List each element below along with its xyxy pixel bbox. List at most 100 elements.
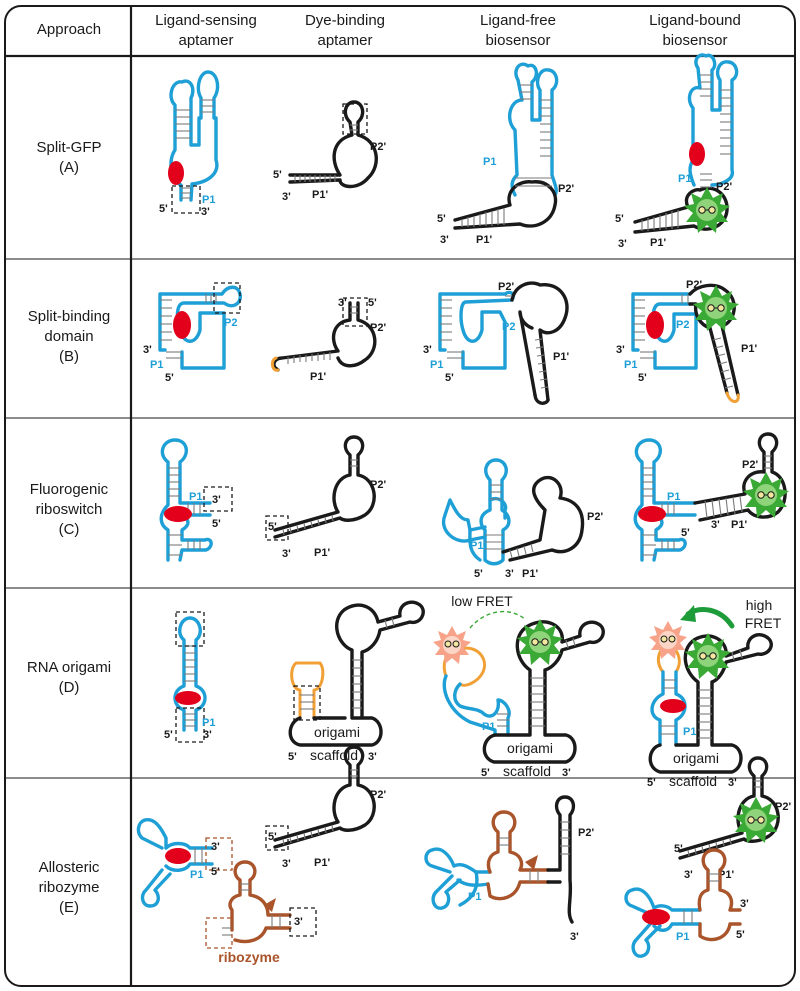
label-3prime: 3' [282,191,291,203]
label-p1: P1 [683,726,696,738]
fret-acceptor-dye [432,625,472,665]
label-3prime: 3' [368,751,377,763]
label-3prime: 3' [728,777,737,789]
label-p2: P2 [676,319,689,331]
row-label-riboswitch: Fluorogenic [30,481,109,498]
label-3prime: 3' [294,916,303,928]
label-3prime: 3' [562,767,571,779]
ligand [168,161,184,185]
label-5prime: 5' [212,518,221,530]
ligand-free-split-gfp-diagram: P1 P2' 5' 3' P1' [437,62,574,246]
rna-origami-aptamer-diagram: P1 5' 3' [164,611,215,743]
riboswitch-aptamer-diagram: P1 3' 5' [159,438,233,562]
label-3prime: 3' [143,344,152,356]
label-p1prime: P1' [314,547,330,559]
split-gfp-aptamer-diagram: P1 5' 3' [159,70,220,218]
row-label-split-gfp: Split-GFP [36,139,101,156]
label-scaffold: scaffold [503,763,551,779]
label-p1prime: P1' [314,857,330,869]
label-5prime: 5' [211,866,220,878]
split-binding-aptamer-diagram: P2 3' P1 5' [143,282,242,384]
ligand-free-riboswitch-diagram: P2' P1 5' 3' P1' [441,458,603,580]
label-p1prime: P1' [553,351,569,363]
ligand [175,691,201,705]
label-p1: P1 [482,721,495,733]
label-p1: P1 [202,717,215,729]
label-p2prime: P2' [370,141,386,153]
ligand [638,506,666,522]
row-label-split-binding: Split-binding [28,308,111,325]
row-label-riboswitch: riboswitch [36,501,103,518]
label-5prime: 5' [638,372,647,384]
label-5prime: 5' [674,843,683,855]
figure-frame [4,5,796,987]
label-p1: P1 [430,359,443,371]
label-p2prime: P2' [742,459,758,471]
label-3prime: 3' [740,898,749,910]
ligand-bound-split-binding-diagram: P2' P2 P1' 3' P1 5' [616,279,757,403]
fret-arrow-head [680,605,696,622]
ligand [646,311,664,339]
label-p2prime: P2' [558,183,574,195]
label-p1prime: P1' [650,237,666,249]
label-p1: P1 [678,173,691,185]
label-5prime: 5' [481,767,490,779]
label-5prime: 5' [159,203,168,215]
ligand [660,699,686,713]
label-3prime: 3' [212,494,221,506]
label-3prime: 3' [570,931,579,943]
label-p1: P1 [676,931,689,943]
row-label-rna-origami: RNA origami [27,659,111,676]
label-p1prime: P1' [731,519,747,531]
row-label-split-binding: (B) [59,348,79,365]
label-p2prime: P2' [587,511,603,523]
label-5prime: 5' [445,372,454,384]
label-origami: origami [314,724,360,740]
ligand-bound-split-gfp-diagram: P1 P2' 5' 3' P1' [615,53,739,250]
cleavage-site-marker [264,898,276,912]
label-3prime: 3' [711,519,720,531]
row-label-rna-origami: (D) [59,679,80,696]
label-3prime: 3' [423,344,432,356]
label-p1prime: P1' [312,189,328,201]
ligand-free-rna-origami-diagram: low FRET P1 origami 5' scaffold 3' [432,593,605,779]
label-p1: P1 [483,156,496,168]
label-scaffold: scaffold [310,747,358,763]
header-ligand-free: Ligand-free [480,12,556,29]
label-5prime: 5' [736,929,745,941]
row-label-allosteric-ribozyme: (E) [59,899,79,916]
label-low-fret: low FRET [451,593,513,609]
label-3prime: 3' [616,344,625,356]
label-origami: origami [507,740,553,756]
label-5prime: 5' [288,751,297,763]
label-3prime: 3' [282,858,291,870]
label-5prime: 5' [437,213,446,225]
ligand [164,506,192,522]
label-p1: P1 [470,540,483,552]
header-ligand-bound: Ligand-bound [649,12,741,29]
ligand [642,909,670,925]
label-p2prime: P2' [370,789,386,801]
header-ligand-sensing: Ligand-sensing [155,12,257,29]
label-5prime: 5' [268,831,277,843]
label-p2prime: P2' [578,827,594,839]
label-3prime: 3' [505,568,514,580]
label-p2prime: P2' [370,322,386,334]
label-p2: P2 [502,321,515,333]
label-origami: origami [673,750,719,766]
allosteric-ribozyme-dye-aptamer-diagram: P2' 5' 3' P1' [265,745,386,870]
header-dye-binding: aptamer [317,32,372,49]
fluorophore-bound [692,284,740,332]
row-label-riboswitch: (C) [59,521,80,538]
label-ribozyme: ribozyme [218,949,280,965]
label-5prime: 5' [615,213,624,225]
label-5prime: 5' [647,777,656,789]
label-p1: P1 [150,359,163,371]
fret-acceptor-dye [648,620,688,660]
label-p1: P1 [468,891,481,903]
label-3prime: 3' [201,206,210,218]
ligand-bound-riboswitch-diagram: P2' P1 5' 3' P1' [633,432,790,562]
label-p2prime: P2' [716,181,732,193]
header-ligand-sensing: aptamer [178,32,233,49]
label-high: high [746,597,772,613]
